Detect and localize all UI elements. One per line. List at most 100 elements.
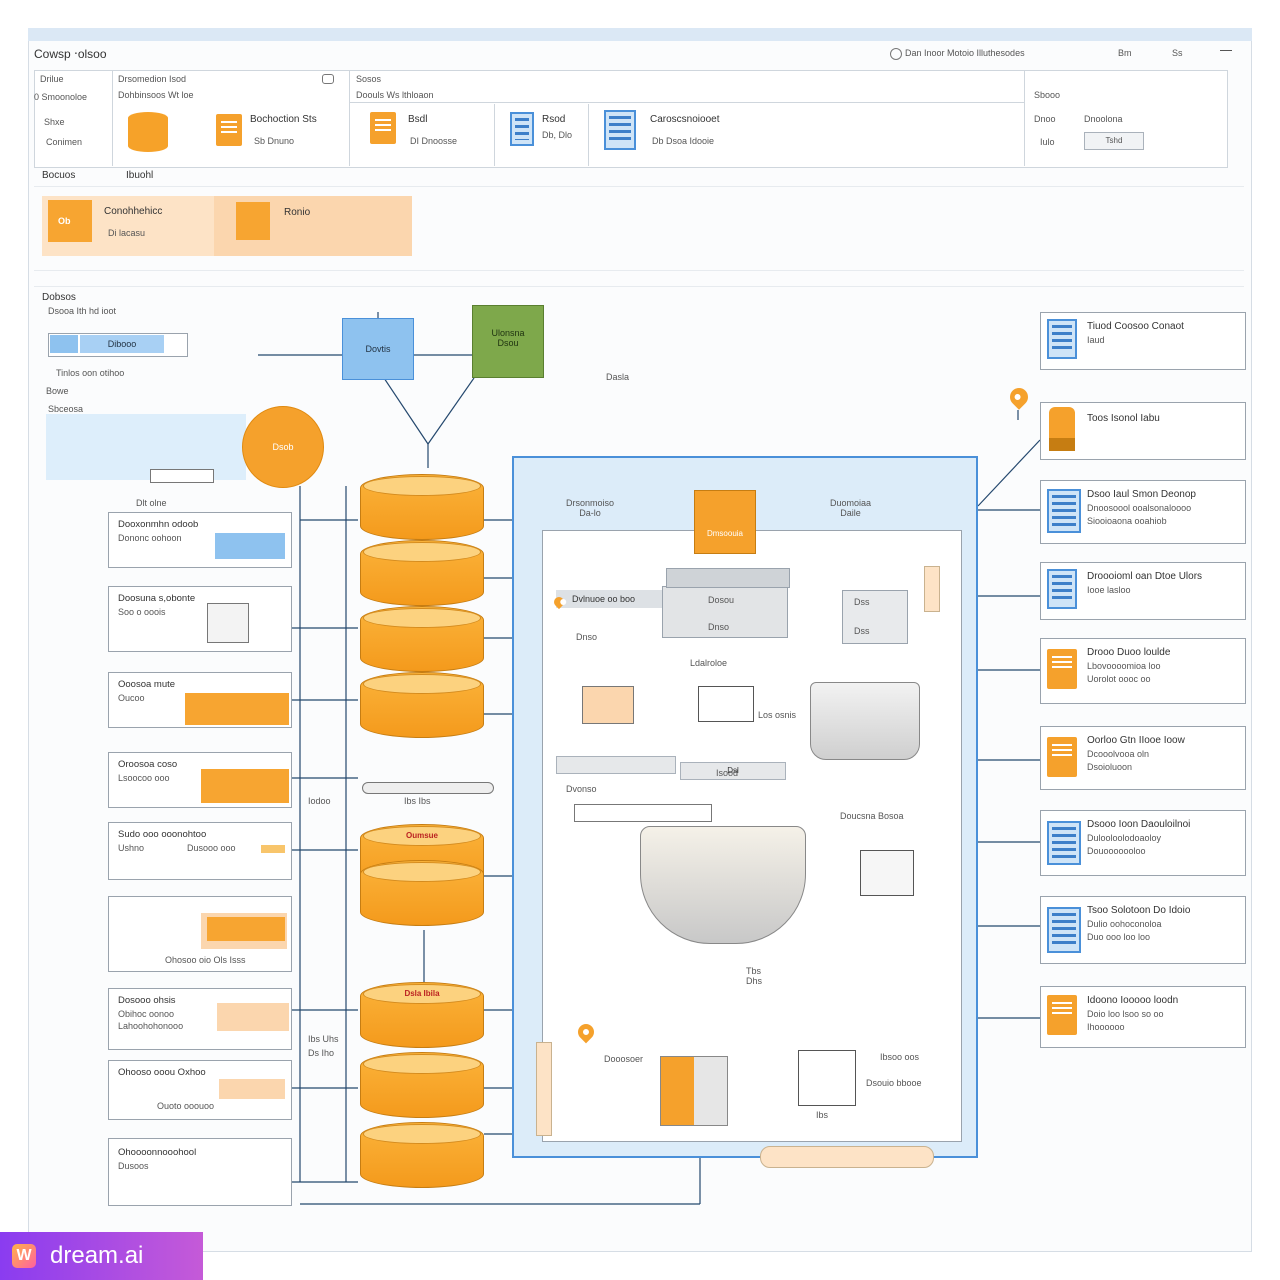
transform-node[interactable] bbox=[698, 686, 754, 722]
center-row2: Dnso bbox=[576, 632, 598, 642]
output-node-6-extra: Dsoioluoon bbox=[1087, 762, 1133, 772]
output-node-5[interactable]: Drooo Duoo loulde Lbovoooomioa loo Uorol… bbox=[1040, 638, 1246, 704]
orange-document-icon bbox=[1047, 995, 1077, 1035]
divider bbox=[34, 270, 1244, 271]
left-node-8[interactable]: Ohooso ooou Oxhoo Ouoto ooouoo bbox=[108, 1060, 292, 1120]
data-store-8[interactable] bbox=[360, 1052, 484, 1118]
side-block[interactable] bbox=[842, 590, 908, 644]
ribbon-group3-button[interactable]: Tshd bbox=[1084, 132, 1144, 150]
bar-input[interactable] bbox=[556, 756, 676, 774]
output-node-3[interactable]: Dsoo Iaul Smon Deonop Dnoosoool ooalsona… bbox=[1040, 480, 1246, 544]
ribbon-left-label-2: 0 Smoonoloe bbox=[34, 92, 88, 102]
output-node-7-sub: Dulooloolodoaoloy bbox=[1087, 833, 1162, 843]
output-node-4-sub: Iooe lasloo bbox=[1087, 585, 1131, 595]
data-store-4[interactable] bbox=[360, 672, 484, 738]
left-node-1-icon bbox=[215, 533, 285, 559]
left-node-3[interactable]: Ooosoa mute Oucoo bbox=[108, 672, 292, 728]
left-node-5[interactable]: Sudo ooo ooonohtoo Ushno Dusooo ooo bbox=[108, 822, 292, 880]
output-node-4-title: Droooioml oan Dtoe Ulors bbox=[1087, 571, 1203, 582]
output-node-1[interactable]: Tiuod Coosoo Conaot Iaud bbox=[1040, 312, 1246, 370]
data-store-3[interactable] bbox=[360, 606, 484, 672]
orange-strip-icon-2[interactable] bbox=[236, 202, 270, 240]
left-node-1[interactable]: Dooxonmhn odoob Dononc oohoon bbox=[108, 512, 292, 568]
archive-icon[interactable] bbox=[860, 850, 914, 896]
orange-strip-item1-title[interactable]: Conohhehicc bbox=[104, 206, 163, 217]
data-store-2[interactable] bbox=[360, 540, 484, 606]
watermark-banner: W dream.ai bbox=[0, 1232, 203, 1280]
orange-strip-item2-title[interactable]: Ronio bbox=[284, 207, 311, 218]
ribbon-group2-item3-title[interactable]: Caroscsnoiooet bbox=[650, 114, 720, 125]
data-lake-bowl[interactable] bbox=[640, 826, 806, 944]
output-node-8[interactable]: Tsoo Solotoon Do Idoio Dulio oohoconoloa… bbox=[1040, 896, 1246, 964]
left-node-6-bar bbox=[207, 917, 285, 941]
output-node-6[interactable]: Oorloo Gtn IIooe Ioow Dcooolvooa oln Dso… bbox=[1040, 726, 1246, 790]
group1-options-icon[interactable] bbox=[322, 74, 334, 84]
header-menu-2[interactable]: Ss bbox=[1172, 48, 1183, 58]
sub-input[interactable] bbox=[574, 804, 712, 822]
center-row3b: Dnso bbox=[708, 622, 730, 632]
orange-strip-badge: Ob bbox=[58, 216, 71, 226]
data-store-9[interactable] bbox=[360, 1122, 484, 1188]
data-store-7[interactable]: Dsla Ibila bbox=[360, 982, 484, 1048]
database-icon[interactable] bbox=[128, 112, 168, 152]
small-input[interactable] bbox=[150, 469, 214, 483]
read-icon[interactable] bbox=[510, 112, 534, 146]
data-store-6[interactable] bbox=[360, 860, 484, 926]
left-node-9[interactable]: Ohoooonnooohool Dusoos bbox=[108, 1138, 292, 1206]
ribbon-group3-label2: Iulo bbox=[1040, 137, 1055, 147]
report-sheet-icon[interactable] bbox=[798, 1050, 856, 1106]
pipeline-bar[interactable] bbox=[760, 1146, 934, 1168]
schema-icon[interactable] bbox=[604, 110, 636, 150]
output-node-7-title: Dsooo Ioon Daouloilnoi bbox=[1087, 819, 1191, 830]
center-caption1: Ldalroloe bbox=[690, 658, 728, 668]
output-node-8-title: Tsoo Solotoon Do Idoio bbox=[1087, 905, 1191, 916]
source-box[interactable]: Dovtis bbox=[342, 318, 414, 380]
title-bar-strip bbox=[28, 28, 1252, 41]
start-node-circle[interactable]: Dsob bbox=[242, 406, 324, 488]
center-row5[interactable]: Dsl bbox=[680, 762, 786, 780]
left-node-8-sub: Ouoto ooouoo bbox=[157, 1101, 215, 1111]
left-node-6[interactable]: Ohosoo oio Ols Isss bbox=[108, 896, 292, 972]
output-node-5-extra: Uorolot oooc oo bbox=[1087, 674, 1151, 684]
minimize-icon[interactable] bbox=[1220, 50, 1232, 51]
window-title: Cowsp ‧olsoo bbox=[34, 47, 107, 61]
left-node-5-chip bbox=[261, 845, 285, 853]
ribbon-group2-item1-title[interactable]: Bsdl bbox=[408, 114, 428, 125]
left-node-6-sub: Ohosoo oio Ols Isss bbox=[165, 955, 246, 965]
report-icon[interactable] bbox=[216, 114, 242, 146]
left-node-4-fill bbox=[201, 769, 289, 803]
output-node-9[interactable]: Idoono Iooooo loodn Doio loo lsoo so oo … bbox=[1040, 986, 1246, 1048]
toolbar2-label2[interactable]: Ibuohl bbox=[126, 170, 154, 181]
cyl-small-label-3: Ds Iho bbox=[308, 1048, 335, 1058]
build-icon[interactable] bbox=[370, 112, 396, 144]
left-node-8-title: Ohooso ooou Oxhoo bbox=[118, 1067, 206, 1078]
left-node-2[interactable]: Doosuna s,obonte Soo o ooois bbox=[108, 586, 292, 652]
output-node-2[interactable]: Toos Isonol Iabu bbox=[1040, 402, 1246, 460]
toolbar2-label1[interactable]: Bocuos bbox=[42, 170, 76, 181]
ribbon-group2-item2-title[interactable]: Rsod bbox=[542, 114, 566, 125]
search-icon[interactable] bbox=[890, 48, 902, 60]
ribbon-group1-item-title[interactable]: Bochoction Sts bbox=[250, 114, 317, 125]
center-top-box[interactable]: Dmsoouia bbox=[694, 490, 756, 554]
label-b: Bowe bbox=[46, 386, 69, 396]
data-store-1[interactable] bbox=[360, 474, 484, 540]
transform-box[interactable]: Ulonsna Dsou bbox=[472, 305, 544, 378]
center-row1[interactable]: Dvlnuoe oo boo bbox=[556, 590, 662, 608]
legend-title: Dsooa Ith hd ioot bbox=[48, 306, 117, 316]
output-node-4[interactable]: Droooioml oan Dtoe Ulors Iooe lasloo bbox=[1040, 562, 1246, 620]
output-node-7[interactable]: Dsooo Ioon Daouloilnoi Dulooloolodoaoloy… bbox=[1040, 810, 1246, 876]
left-scroll-bar[interactable] bbox=[536, 1042, 552, 1136]
warehouse-shape[interactable] bbox=[810, 682, 920, 760]
left-node-4[interactable]: Oroosoa coso Lsoocoo ooo bbox=[108, 752, 292, 808]
left-node-4-title: Oroosoa coso bbox=[118, 759, 178, 770]
output-node-1-sub: Iaud bbox=[1087, 335, 1105, 345]
pipe-connector bbox=[362, 782, 494, 794]
left-node-5-title: Sudo ooo ooonohtoo bbox=[118, 829, 207, 840]
header-menu-1[interactable]: Bm bbox=[1118, 48, 1132, 58]
left-node-7[interactable]: Dosooo ohsis Obihoc oonoo Lahoohohonooo bbox=[108, 988, 292, 1050]
orange-strip-icon-1[interactable] bbox=[48, 200, 92, 242]
right-scroll-bar[interactable] bbox=[924, 566, 940, 612]
output-cube[interactable] bbox=[660, 1056, 728, 1126]
ribbon-group2-header: Sosos bbox=[356, 74, 382, 84]
staging-box[interactable] bbox=[582, 686, 634, 724]
